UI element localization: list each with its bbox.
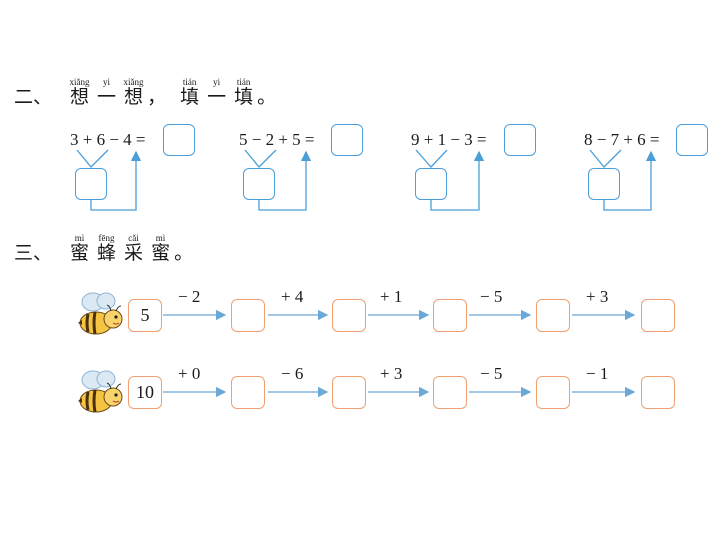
answer-box[interactable] <box>433 376 467 409</box>
intermediate-box[interactable] <box>588 168 620 200</box>
operation-label: + 3 <box>380 364 403 383</box>
answer-box[interactable] <box>231 376 265 409</box>
bee-icon <box>78 370 123 413</box>
intermediate-box[interactable] <box>75 168 107 200</box>
pinyin: yi <box>103 77 111 87</box>
bee-icon <box>78 292 123 335</box>
answer-box[interactable] <box>231 299 265 332</box>
answer-box[interactable] <box>331 124 363 156</box>
operation-label: − 5 <box>480 287 503 306</box>
section2-number: 二、 <box>14 86 53 108</box>
pinyin: tián <box>182 77 197 87</box>
pinyin: tián <box>236 77 251 87</box>
equation-3: 9 + 1 − 3 = <box>411 130 487 149</box>
operation-label: − 1 <box>586 364 609 383</box>
heading-char: ， <box>147 86 167 108</box>
operation-label: − 6 <box>281 364 304 383</box>
start-value-box: 10 <box>128 376 162 409</box>
equation-2: 5 − 2 + 5 = <box>239 130 315 149</box>
answer-box[interactable] <box>641 376 675 409</box>
answer-box[interactable] <box>332 299 366 332</box>
intermediate-box[interactable] <box>415 168 447 200</box>
answer-box[interactable] <box>641 299 675 332</box>
operation-label: + 3 <box>586 287 609 306</box>
pinyin: fēng <box>98 233 115 243</box>
heading-char: 。 <box>174 242 194 264</box>
heading-char: 。 <box>257 86 277 108</box>
operation-label: − 2 <box>178 287 201 306</box>
pinyin: xiǎng <box>123 77 144 87</box>
operation-label: − 5 <box>480 364 503 383</box>
operation-label: + 0 <box>178 364 201 383</box>
pinyin: mì <box>155 233 166 243</box>
start-value-box: 5 <box>128 299 162 332</box>
answer-box[interactable] <box>504 124 536 156</box>
intermediate-box[interactable] <box>243 168 275 200</box>
section3-number: 三、 <box>14 242 53 264</box>
operation-label: + 4 <box>281 287 304 306</box>
pinyin: mì <box>74 233 85 243</box>
operation-label: + 1 <box>380 287 403 306</box>
answer-box[interactable] <box>536 299 570 332</box>
answer-box[interactable] <box>433 299 467 332</box>
pinyin: cǎi <box>128 233 139 243</box>
answer-box[interactable] <box>163 124 195 156</box>
pinyin: xiǎng <box>69 77 90 87</box>
equation-4: 8 − 7 + 6 = <box>584 130 660 149</box>
equation-1: 3 + 6 − 4 = <box>70 130 146 149</box>
answer-box[interactable] <box>332 376 366 409</box>
answer-box[interactable] <box>676 124 708 156</box>
pinyin: yi <box>213 77 221 87</box>
answer-box[interactable] <box>536 376 570 409</box>
